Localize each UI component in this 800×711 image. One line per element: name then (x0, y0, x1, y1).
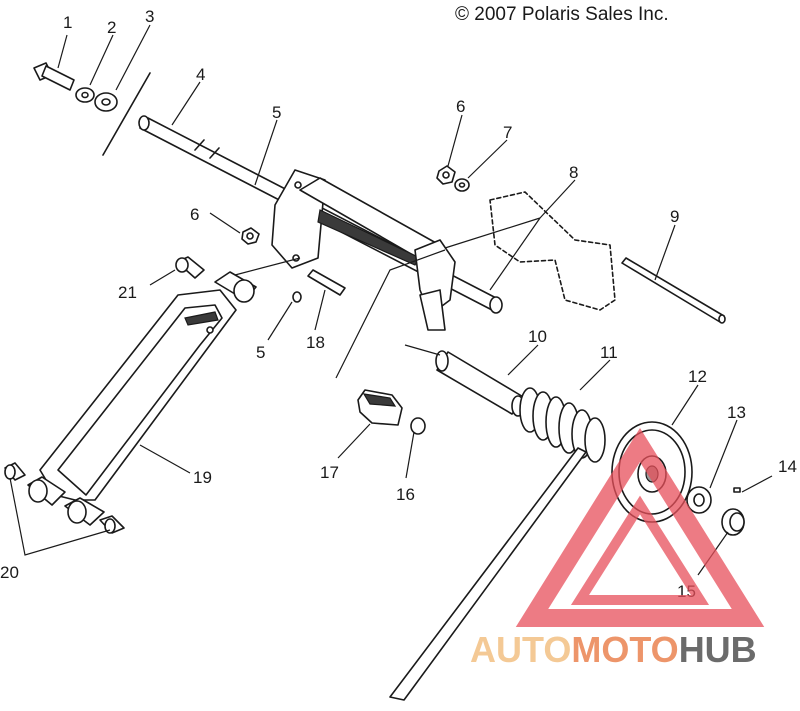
callout-12: 12 (688, 367, 707, 386)
part-6-nut-upper (436, 165, 456, 185)
callout-21: 21 (118, 283, 137, 302)
part-16-clip (410, 417, 426, 435)
callout-6-lower: 6 (190, 205, 199, 224)
callout-5-lower: 5 (256, 343, 265, 362)
part-10-sleeve (435, 350, 526, 417)
callout-16: 16 (396, 485, 415, 504)
watermark-logo (515, 428, 765, 627)
callout-17: 17 (320, 463, 339, 482)
watermark-part-1: AUTO (470, 629, 571, 670)
callout-4: 4 (196, 65, 205, 84)
part-19-bushing-top (214, 271, 257, 303)
part-1-bolt (33, 62, 75, 91)
part-21-bushing (175, 256, 205, 279)
reference-bracket (489, 191, 616, 311)
part-5-small-nut (292, 291, 302, 303)
part-9-long-bolt (621, 257, 726, 324)
part-17-block (357, 389, 403, 426)
callout-1: 1 (63, 13, 72, 32)
part-11-spring (389, 387, 606, 701)
watermark-part-2: MOTO (571, 629, 678, 670)
part-20-bushings (4, 462, 125, 534)
part-5-front-arm (271, 169, 456, 331)
callout-8: 8 (569, 163, 578, 182)
callout-6-top: 6 (456, 97, 465, 116)
part-7-washer (454, 178, 470, 192)
callout-9: 9 (670, 207, 679, 226)
callout-2: 2 (107, 18, 116, 37)
part-3-washer (94, 92, 118, 112)
part-15-collar (721, 508, 745, 536)
callout-14: 14 (778, 457, 797, 476)
callout-10: 10 (528, 327, 547, 346)
part-18-pin (307, 269, 346, 296)
callout-18: 18 (306, 333, 325, 352)
callout-13: 13 (727, 403, 746, 422)
svg-text:AUTOMOTOHUB: AUTOMOTOHUB (470, 629, 757, 670)
callout-7: 7 (503, 123, 512, 142)
copyright-notice: © 2007 Polaris Sales Inc. (455, 4, 669, 25)
part-13-washer (686, 486, 712, 514)
part-19-link-arm (39, 289, 237, 501)
callout-5-top: 5 (272, 103, 281, 122)
part-14-pin (733, 487, 741, 493)
callout-3: 3 (145, 7, 154, 26)
watermark-part-3: HUB (679, 629, 757, 670)
watermark-text: AUTOMOTOHUB (470, 629, 757, 670)
callout-20: 20 (0, 563, 19, 582)
callout-11: 11 (600, 343, 618, 362)
part-6-nut-lower (241, 227, 260, 245)
part-2-washer (75, 87, 95, 103)
leader-lines (9, 24, 773, 576)
callout-19: 19 (193, 468, 212, 487)
